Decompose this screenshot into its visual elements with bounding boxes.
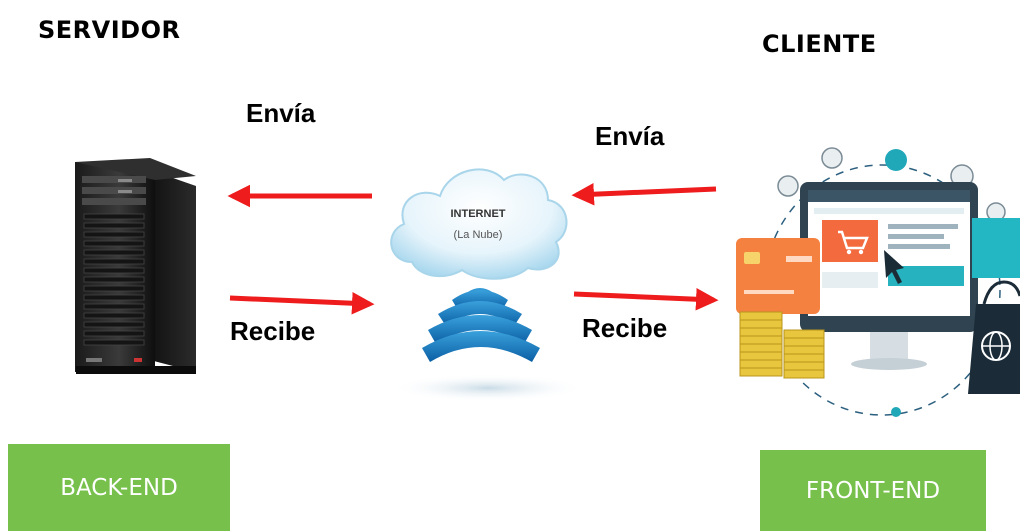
cloud-icon: INTERNET (La Nube) xyxy=(390,168,586,402)
client-title: CLIENTE xyxy=(762,30,877,58)
right-receive-arrow xyxy=(573,287,719,311)
left-receive-label: Recibe xyxy=(230,316,316,346)
server-tower-icon xyxy=(75,158,196,374)
backend-tag: BACK-END xyxy=(8,444,230,531)
frontend-tag: FRONT-END xyxy=(760,450,986,531)
left-receive-arrow xyxy=(229,291,375,315)
right-receive-label: Recibe xyxy=(582,313,668,343)
right-send-label: Envía xyxy=(595,121,665,151)
right-send-arrow xyxy=(571,182,717,206)
cloud-title: INTERNET xyxy=(451,208,506,220)
online-shop-icon xyxy=(736,147,1020,417)
wifi-signal-icon xyxy=(422,288,540,362)
cloud-subtitle: (La Nube) xyxy=(454,229,503,241)
left-send-label: Envía xyxy=(246,98,316,128)
server-title: SERVIDOR xyxy=(38,16,181,44)
